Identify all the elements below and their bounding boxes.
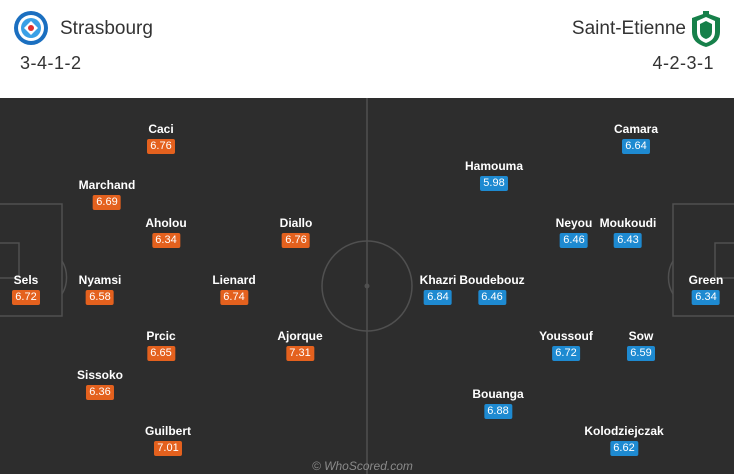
player-name: Prcic	[146, 329, 176, 343]
player-home-ajorque[interactable]: Ajorque 7.31	[277, 329, 323, 361]
player-home-sissoko[interactable]: Sissoko 6.36	[77, 368, 123, 400]
player-home-sels[interactable]: Sels 6.72	[12, 273, 40, 305]
player-rating: 6.46	[560, 233, 588, 248]
player-away-neyou[interactable]: Neyou 6.46	[555, 216, 593, 248]
player-away-khazri[interactable]: Khazri 6.84	[419, 273, 457, 305]
player-away-green[interactable]: Green 6.34	[688, 273, 724, 305]
player-home-aholou[interactable]: Aholou 6.34	[145, 216, 187, 248]
player-name: Green	[688, 273, 724, 287]
player-rating: 7.31	[286, 346, 314, 361]
player-rating: 6.34	[692, 290, 720, 305]
player-home-guilbert[interactable]: Guilbert 7.01	[145, 424, 191, 456]
player-home-diallo[interactable]: Diallo 6.76	[279, 216, 313, 248]
player-rating: 6.88	[484, 404, 512, 419]
player-rating: 6.76	[147, 139, 175, 154]
player-name: Nyamsi	[78, 273, 122, 287]
player-rating: 6.58	[85, 290, 114, 305]
player-home-lienard[interactable]: Lienard 6.74	[212, 273, 256, 305]
player-rating: 6.34	[151, 233, 180, 248]
player-rating: 6.74	[220, 290, 248, 305]
player-name: Lienard	[212, 273, 256, 287]
player-rating: 6.36	[86, 385, 114, 400]
away-team-name: Saint-Etienne	[571, 18, 686, 39]
player-rating: 6.65	[146, 346, 175, 361]
whoscored-watermark: © WhoScored.com	[312, 459, 413, 473]
player-away-moukoudi[interactable]: Moukoudi 6.43	[599, 216, 657, 248]
player-rating: 6.76	[281, 233, 310, 248]
player-name: Sow	[628, 329, 654, 343]
player-home-prcic[interactable]: Prcic 6.65	[146, 329, 176, 361]
player-name: Guilbert	[144, 424, 192, 438]
player-name: Sissoko	[76, 368, 124, 382]
player-rating: 5.98	[479, 176, 508, 191]
pitch: Sels 6.72 Caci 6.76 Marchand 6.69 Nyamsi…	[0, 98, 734, 474]
player-name: Hamouma	[464, 159, 524, 173]
player-name: Youssouf	[539, 329, 593, 343]
player-away-youssouf[interactable]: Youssouf 6.72	[539, 329, 593, 361]
player-name: Bouanga	[472, 387, 524, 401]
player-home-nyamsi[interactable]: Nyamsi 6.58	[78, 273, 122, 305]
player-name: Neyou	[555, 216, 593, 230]
player-away-camara[interactable]: Camara 6.64	[614, 122, 658, 154]
player-name: Boudebouz	[459, 273, 525, 287]
player-away-hamouma[interactable]: Hamouma 5.98	[465, 159, 523, 191]
match-header: Strasbourg 3-4-1-2 Saint-Etienne 4-2-3-1	[0, 0, 734, 92]
pitch-markings	[0, 98, 734, 474]
player-rating: 6.72	[552, 346, 580, 361]
player-rating: 6.69	[93, 195, 121, 210]
player-rating: 6.62	[609, 441, 638, 456]
player-name: Diallo	[279, 216, 313, 230]
player-away-bouanga[interactable]: Bouanga 6.88	[472, 387, 524, 419]
player-rating: 6.46	[477, 290, 506, 305]
home-formation: 3-4-1-2	[20, 53, 82, 73]
player-name: Ajorque	[277, 329, 323, 343]
player-name: Khazri	[419, 273, 457, 287]
player-rating: 6.84	[424, 290, 452, 305]
player-name: Moukoudi	[599, 216, 657, 230]
player-home-caci[interactable]: Caci 6.76	[147, 122, 175, 154]
away-formation: 4-2-3-1	[652, 53, 714, 73]
home-team-name: Strasbourg	[60, 18, 153, 39]
strasbourg-crest-icon	[14, 11, 48, 45]
player-name: Kolodziejczak	[584, 424, 664, 438]
player-away-kolodziejczak[interactable]: Kolodziejczak 6.62	[584, 424, 664, 456]
player-rating: 6.59	[627, 346, 655, 361]
player-name: Marchand	[78, 178, 136, 192]
saint-etienne-crest-icon	[692, 11, 720, 47]
player-name: Aholou	[145, 216, 187, 230]
player-rating: 6.43	[614, 233, 642, 248]
player-away-boudebouz[interactable]: Boudebouz 6.46	[459, 273, 525, 305]
player-away-sow[interactable]: Sow 6.59	[627, 329, 655, 361]
player-rating: 6.64	[622, 139, 650, 154]
player-home-marchand[interactable]: Marchand 6.69	[78, 178, 136, 210]
player-rating: 6.72	[12, 290, 40, 305]
player-name: Sels	[13, 273, 39, 287]
player-rating: 7.01	[153, 441, 182, 456]
player-name: Camara	[613, 122, 659, 136]
player-name: Caci	[148, 122, 174, 136]
